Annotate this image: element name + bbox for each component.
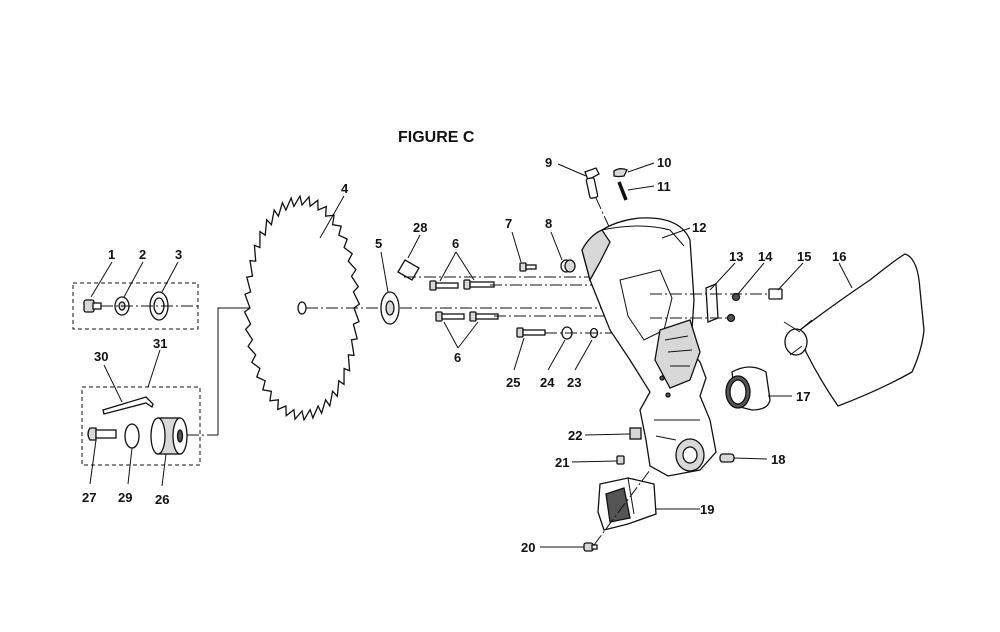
setscrew-part bbox=[719, 453, 735, 463]
blade-guard-icon bbox=[581, 217, 717, 477]
callout-15: 15 bbox=[797, 249, 811, 264]
callout-12: 12 bbox=[692, 220, 706, 235]
connector-line bbox=[217, 307, 258, 435]
axis-line bbox=[593, 469, 651, 546]
callout-8: 8 bbox=[545, 216, 552, 231]
nut-part bbox=[726, 313, 736, 323]
callout-10: 10 bbox=[657, 155, 671, 170]
hex-wrench-icon bbox=[102, 396, 154, 415]
leader-line bbox=[161, 453, 167, 487]
saw-blade-icon bbox=[243, 194, 361, 422]
callout-1: 1 bbox=[108, 247, 115, 262]
lever-part bbox=[584, 167, 600, 199]
washer-icon bbox=[380, 291, 400, 325]
leader-line bbox=[380, 251, 389, 293]
screw-icon bbox=[519, 262, 537, 272]
leader-line bbox=[737, 262, 765, 295]
knob-part bbox=[613, 168, 628, 178]
callout-2: 2 bbox=[139, 247, 146, 262]
screw-icon bbox=[435, 311, 465, 322]
flange-icon bbox=[150, 417, 188, 455]
leader-line bbox=[550, 231, 563, 261]
screw-icon bbox=[469, 311, 499, 322]
leader-line bbox=[733, 457, 768, 460]
callout-28: 28 bbox=[413, 220, 427, 235]
flange-icon bbox=[149, 291, 169, 321]
nut-part bbox=[560, 259, 576, 273]
leader-line bbox=[627, 162, 655, 173]
callout-23: 23 bbox=[567, 375, 581, 390]
callout-13: 13 bbox=[729, 249, 743, 264]
screw-icon bbox=[616, 455, 625, 465]
nut-part bbox=[731, 292, 741, 302]
spring-part bbox=[617, 181, 628, 201]
leader-line bbox=[709, 262, 736, 291]
leader-line bbox=[547, 339, 566, 371]
callout-28-29: 29 bbox=[118, 490, 132, 505]
leader-line bbox=[407, 234, 421, 259]
leader-line bbox=[513, 337, 525, 371]
housing-part bbox=[597, 477, 657, 531]
screw-icon bbox=[429, 280, 459, 291]
leader-line bbox=[439, 251, 457, 282]
callout-25: 25 bbox=[506, 375, 520, 390]
callout-6-top: 6 bbox=[452, 236, 459, 251]
callout-19: 19 bbox=[700, 502, 714, 517]
leader-line bbox=[123, 261, 144, 298]
callout-7: 7 bbox=[505, 216, 512, 231]
block-part bbox=[768, 288, 783, 300]
callout-17: 17 bbox=[796, 389, 810, 404]
leader-line bbox=[838, 262, 853, 289]
dust-elbow-part bbox=[725, 366, 771, 411]
callout-21: 21 bbox=[555, 455, 569, 470]
leader-line bbox=[571, 460, 618, 463]
leader-line bbox=[457, 321, 479, 349]
leader-line bbox=[443, 321, 459, 349]
leader-line bbox=[777, 262, 804, 291]
callout-5: 5 bbox=[375, 236, 382, 251]
leader-line bbox=[90, 261, 113, 298]
callout-26: 26 bbox=[155, 492, 169, 507]
screw-icon bbox=[516, 327, 546, 338]
callout-20: 20 bbox=[521, 540, 535, 555]
leader-line bbox=[89, 439, 97, 485]
callout-16: 16 bbox=[832, 249, 846, 264]
leader-line bbox=[455, 251, 475, 281]
callout-11: 11 bbox=[657, 179, 671, 194]
figure-title: FIGURE C bbox=[398, 129, 475, 146]
callout-30: 30 bbox=[94, 349, 108, 364]
callout-9: 9 bbox=[545, 155, 552, 170]
nut-part bbox=[629, 427, 642, 440]
callout-31: 31 bbox=[153, 336, 167, 351]
leader-line bbox=[661, 227, 691, 239]
callout-3: 3 bbox=[175, 247, 182, 262]
bracket-part bbox=[705, 283, 719, 323]
leader-line bbox=[147, 349, 161, 388]
callout-22: 22 bbox=[568, 428, 582, 443]
screw-icon bbox=[87, 427, 117, 441]
callout-24: 24 bbox=[540, 375, 555, 390]
leader-line bbox=[627, 185, 655, 191]
leader-line bbox=[161, 261, 179, 293]
washer-icon bbox=[124, 423, 140, 449]
leader-line bbox=[103, 364, 123, 403]
leader-line bbox=[319, 195, 345, 239]
callout-27: 27 bbox=[82, 490, 96, 505]
screw-icon bbox=[83, 299, 102, 313]
screw-icon bbox=[463, 279, 495, 290]
leader-line bbox=[584, 433, 631, 436]
callout-6-bottom: 6 bbox=[454, 350, 461, 365]
leader-line bbox=[127, 447, 133, 485]
leader-line bbox=[557, 163, 587, 177]
leader-line bbox=[511, 231, 522, 263]
callout-4: 4 bbox=[341, 181, 349, 196]
leader-line bbox=[574, 339, 593, 371]
callout-18: 18 bbox=[771, 452, 785, 467]
dust-bag-icon bbox=[783, 253, 925, 407]
callout-14: 14 bbox=[758, 249, 773, 264]
arbor-group-box bbox=[81, 386, 201, 466]
